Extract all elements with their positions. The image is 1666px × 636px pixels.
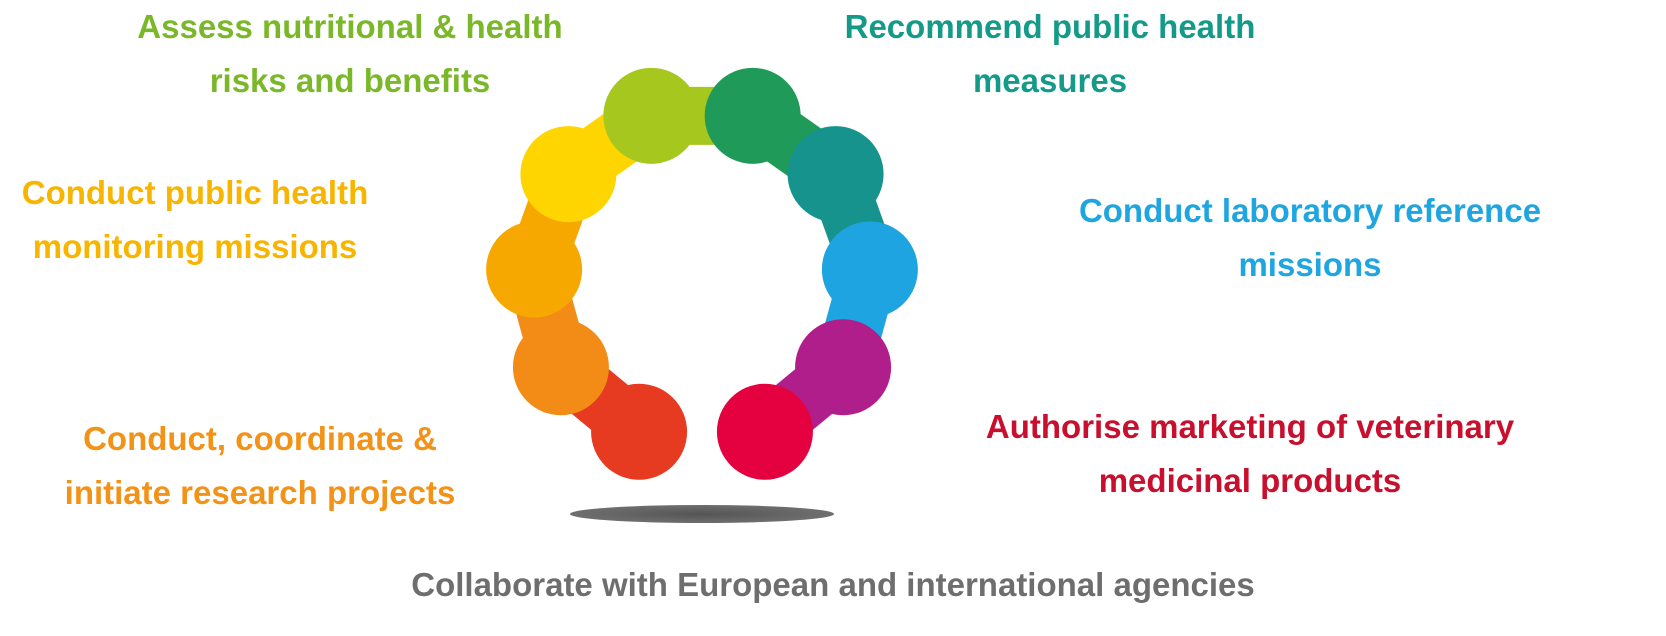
label-recommend-measures: Recommend public health measures xyxy=(820,0,1280,108)
ring-node xyxy=(787,126,884,223)
ring-node xyxy=(704,67,801,164)
ring-node xyxy=(795,319,892,416)
label-line: initiate research projects xyxy=(64,474,456,511)
molecule-ring-logo xyxy=(486,67,918,523)
ring-node xyxy=(603,67,700,164)
label-collaborate-agencies: Collaborate with European and internatio… xyxy=(0,558,1666,612)
ground-shadow xyxy=(570,505,834,523)
label-line: risks and benefits xyxy=(209,62,491,99)
ring-center xyxy=(594,168,810,384)
label-line: Conduct, coordinate & xyxy=(83,420,437,457)
ring-node xyxy=(520,126,617,223)
label-line: medicinal products xyxy=(1098,462,1402,499)
ring-node xyxy=(821,221,918,318)
label-line: missions xyxy=(1238,246,1382,283)
label-line: Authorise marketing of veterinary xyxy=(985,408,1515,445)
label-line: Conduct laboratory reference xyxy=(1078,192,1542,229)
ring-group xyxy=(486,67,918,480)
ring-node xyxy=(716,383,813,480)
label-monitoring-missions: Conduct public health monitoring mission… xyxy=(0,166,390,274)
label-line: Recommend public health xyxy=(844,8,1256,45)
label-research-projects: Conduct, coordinate & initiate research … xyxy=(40,412,480,520)
label-line: Conduct public health xyxy=(21,174,369,211)
label-line: measures xyxy=(972,62,1128,99)
ring-node xyxy=(591,383,688,480)
label-laboratory-missions: Conduct laboratory reference missions xyxy=(1050,184,1570,292)
label-line: Collaborate with European and internatio… xyxy=(411,566,1255,603)
label-line: Assess nutritional & health xyxy=(137,8,563,45)
label-line: monitoring missions xyxy=(32,228,358,265)
label-veterinary-products: Authorise marketing of veterinary medici… xyxy=(960,400,1540,508)
ring-node xyxy=(486,221,583,318)
ring-node xyxy=(512,319,609,416)
label-assess-risks: Assess nutritional & health risks and be… xyxy=(120,0,580,108)
